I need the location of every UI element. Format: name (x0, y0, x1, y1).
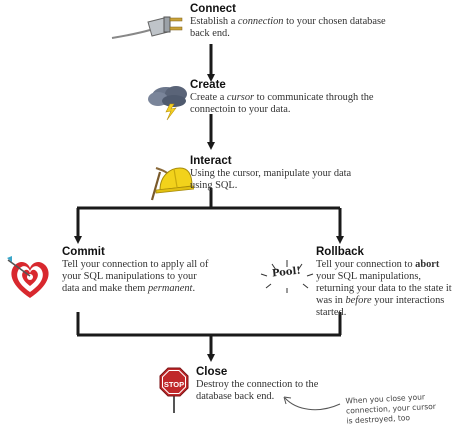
step-close-desc: Destroy the connection to the database b… (196, 379, 319, 402)
step-create-desc: Create a cursor to communicate through t… (190, 92, 374, 115)
pool-splash-icon (258, 258, 316, 296)
step-commit-desc: Tell your connection to apply all of you… (62, 259, 209, 294)
step-create: Create Create a cursor to communicate th… (190, 79, 380, 116)
step-connect-desc: Establish a connection to your chosen da… (190, 16, 386, 39)
storm-cloud-icon (146, 82, 192, 122)
target-heart-icon (6, 254, 54, 300)
annotation-arrow (284, 397, 341, 411)
step-close: Close Destroy the connection to the data… (196, 366, 336, 403)
step-connect-title: Connect (190, 3, 236, 15)
step-create-title: Create (190, 79, 226, 91)
step-close-title: Close (196, 366, 228, 378)
step-commit-title: Commit (62, 246, 105, 258)
step-interact-desc: Using the cursor, manipulate your data u… (190, 168, 352, 191)
step-rollback-title: Rollback (316, 246, 364, 258)
step-interact: Interact Using the cursor, manipulate yo… (190, 155, 360, 192)
step-interact-title: Interact (190, 155, 232, 167)
step-rollback-desc: Tell your connection to abort your SQL m… (316, 259, 452, 318)
close-annotation: When you close your connection, your cur… (345, 392, 437, 426)
plug-icon (110, 8, 190, 40)
stop-sign-icon (158, 366, 190, 414)
step-connect: Connect Establish a connection to your c… (190, 3, 390, 40)
step-commit: Commit Tell your connection to apply all… (62, 246, 212, 295)
step-rollback: Rollback Tell your connection to abort y… (316, 246, 456, 319)
hard-hat-pickaxe-icon (150, 160, 195, 202)
stop-sign-label: STOP (163, 380, 185, 389)
